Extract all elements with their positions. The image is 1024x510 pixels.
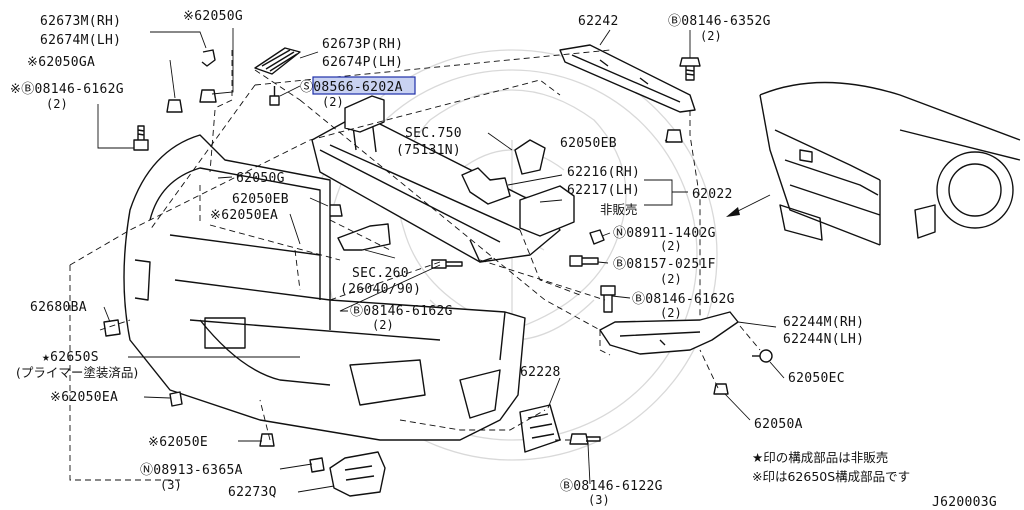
bolt-6162g-right-shape [600,285,616,313]
label-08911-1402g-qty: (2) [660,239,682,253]
label-62050e[interactable]: ※62050E [148,435,208,450]
reinforcement-shape [311,95,575,263]
label-08157-0251f[interactable]: Ⓑ08157-0251F [613,257,716,272]
label-62273q[interactable]: 62273Q [228,485,277,500]
direction-arrowhead [726,207,740,217]
assembly-lines [69,49,761,481]
nut-08911-shape [589,229,605,245]
label-62228[interactable]: 62228 [520,365,561,380]
label-62050ga[interactable]: ※62050GA [27,55,95,70]
label-08913-6365a[interactable]: Ⓝ08913-6365A [140,463,243,478]
vehicle-front-illustration [759,81,1021,246]
legend-kome-note: ※印は62650S構成部品です [752,469,910,484]
label-62650s-note: (プライマー塗装済品) [16,365,138,380]
sec750-bracket-shape [514,139,546,175]
label-sec260-ref: (26040/90) [340,282,421,297]
label-08913-6365a-qty: (3) [160,478,182,492]
label-62050ea-mid[interactable]: ※62050EA [210,208,278,223]
label-62674p[interactable]: 62674P(LH) [322,55,403,70]
bracket-62242-shape [559,44,696,113]
label-62050eb-left[interactable]: 62050EB [232,192,289,207]
bracket-62216-shape [461,167,511,205]
bolt-left-shape [133,125,149,151]
label-62680ba[interactable]: 62680BA [30,300,87,315]
label-sec750-ref: (75131N) [396,143,461,158]
bracket-62244m-shape [599,311,739,355]
label-not-sold: 非販売 [600,202,638,217]
highlight-08566-6202a [312,76,416,95]
label-62244n[interactable]: 62244N(LH) [783,332,864,347]
label-62022[interactable]: 62022 [692,187,733,202]
clip-62050ga-shape [166,99,183,113]
nut-08913-shape [309,457,325,473]
clip-62050e-shape [259,433,275,447]
label-62650s[interactable]: ★62650S [42,350,99,365]
label-62216[interactable]: 62216(RH) [567,165,640,180]
label-62050ea-low[interactable]: ※62050EA [50,390,118,405]
legend-star-note: ★印の構成部品は非販売 [752,450,888,465]
clip-62050ea-low-shape [169,391,183,407]
label-08146-6122g-qty: (3) [588,493,610,507]
label-08146-6162g-a-qty: (2) [46,97,68,111]
bolt-mid-shape [431,259,463,269]
diagram-code: J620003G [932,495,997,510]
label-62673p[interactable]: 62673P(RH) [322,37,403,52]
leader-lines [97,28,785,493]
label-62050ec[interactable]: 62050EC [788,371,845,386]
bolt-6122g-shape [569,433,601,445]
label-62673m[interactable]: 62673M(RH) [40,14,121,29]
label-62244m[interactable]: 62244M(RH) [783,315,864,330]
label-62674m[interactable]: 62674M(LH) [40,33,121,48]
label-08566-6202a[interactable]: Ⓢ08566-6202A [300,80,403,95]
bolt-0251f-shape [569,255,599,267]
cover-62228-shape [519,404,561,453]
label-08566-6202a-qty: (2) [322,95,344,109]
clip-62050g-top-shape [199,89,217,103]
sec260-bracket-shape [337,223,391,251]
label-62050g-mid[interactable]: 62050G [236,171,285,186]
clip-62050a-shape [713,383,729,395]
label-62242[interactable]: 62242 [578,14,619,29]
label-08157-0251f-qty: (2) [660,272,682,286]
clip-62680ba-shape [103,319,121,337]
label-sec750[interactable]: SEC.750 [405,126,462,141]
label-62050eb-right[interactable]: 62050EB [560,136,617,151]
bolt-6352g-shape [679,57,701,81]
bumper-fascia-shape [123,134,526,441]
label-08146-6162g-c[interactable]: Ⓑ08146-6162G [632,292,735,307]
label-62217[interactable]: 62217(LH) [567,183,640,198]
label-08146-6162g-c-qty: (2) [660,306,682,320]
label-62050a[interactable]: 62050A [754,417,803,432]
label-08911-1402g[interactable]: Ⓝ08911-1402G [613,226,716,241]
clip-62050ec-shape [752,349,773,363]
label-62050g-top[interactable]: ※62050G [183,9,243,24]
label-08146-6352g[interactable]: Ⓑ08146-6352G [668,14,771,29]
bracket-62273q-shape [329,451,386,497]
label-08146-6162g-b-qty: (2) [372,318,394,332]
label-sec260[interactable]: SEC.260 [352,266,409,281]
label-08146-6352g-qty: (2) [700,29,722,43]
label-08146-6162g-b[interactable]: Ⓑ08146-6162G [350,304,453,319]
screw-08566-shape [269,86,280,106]
bracket-62673p-shape [254,47,301,75]
label-08146-6162g-a[interactable]: ※Ⓑ08146-6162G [10,82,124,97]
label-08146-6122g[interactable]: Ⓑ08146-6122G [560,479,663,494]
clip-62050eb-right-shape [665,129,683,143]
clip-62673m-shape [201,49,216,67]
